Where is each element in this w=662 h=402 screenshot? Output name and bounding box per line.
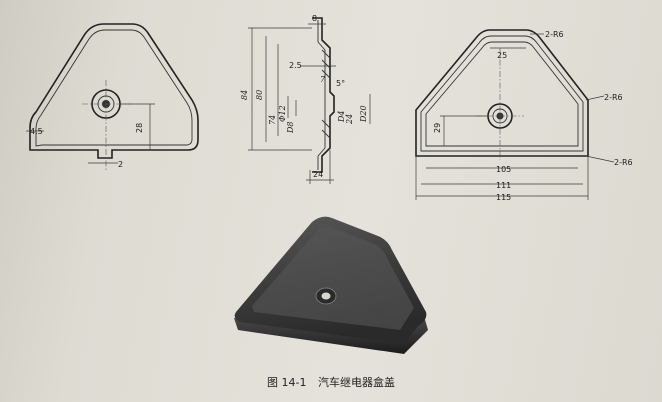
front-view-dim-2-label: 2 [118, 160, 123, 169]
front-view-dim-4-5-label: 4.5 [30, 127, 43, 136]
top-view-dim-25-label: 25 [497, 51, 507, 60]
section-view-dim-24-small-label: 24 [345, 114, 354, 125]
front-view-outer-outline [29, 23, 199, 159]
section-view-dim-5deg-label: 5° [336, 79, 345, 88]
front-view-inner-outline [35, 29, 193, 147]
lid-3d-render [234, 216, 428, 354]
top-view-dim-111-label: 111 [496, 181, 511, 190]
section-view-dim-84-label: 84 [240, 90, 249, 100]
section-view-dim-74-label: 74 [268, 115, 277, 125]
section-view-profile [312, 17, 335, 173]
section-view-dim-d8-label: D8 [286, 121, 295, 134]
section-view-dim-7-label: 7 [320, 75, 326, 84]
section-view-dim-d4-label: D4 [337, 110, 346, 123]
top-view-dim-115-label: 115 [496, 193, 511, 202]
section-view-dim-2-5-label: 2.5 [289, 61, 302, 70]
top-view-r-bottom-leader [585, 155, 615, 163]
section-view-dim-bottom-label: 24 [313, 170, 323, 179]
top-view-dim-29-label: 29 [433, 123, 442, 133]
figure-caption: 图 14-1 汽车继电器盒盖 [0, 374, 662, 390]
lid-3d-hole [321, 292, 331, 300]
top-view-inner-outline [425, 41, 579, 147]
top-view-outer-outline [415, 29, 589, 157]
section-view-dim-d20-label: D20 [359, 105, 368, 123]
top-view-r-side-leader [585, 95, 605, 101]
figure-number: 图 14-1 [267, 376, 307, 389]
section-view-inner-profile [317, 20, 326, 170]
top-view-r-bottom-label: 2-R6 [614, 158, 633, 167]
top-view-dim-105-label: 105 [496, 165, 511, 174]
section-view-dim-d12-label: Φ12 [278, 105, 287, 122]
top-view-r-top-label: 2-R6 [545, 30, 564, 39]
top-view: 25 2-R6 2-R6 2-R6 29 105 111 115 [415, 29, 633, 202]
top-view-r-side-label: 2-R6 [604, 93, 623, 102]
top-view-mid-outline [420, 35, 584, 152]
section-view: 8 84 80 74 Φ12 D8 2.5 7 5° D4 24 D20 24 [240, 14, 371, 184]
front-view: 28 4.5 2 [26, 23, 199, 170]
lid-3d-top-face [252, 226, 414, 330]
section-view-dim-8-label: 8 [312, 14, 317, 23]
front-view-dim-28-label: 28 [135, 123, 144, 133]
section-view-dim-80-label: 80 [255, 90, 264, 100]
figure-title: 汽车继电器盒盖 [317, 376, 395, 389]
section-view-hatching [321, 49, 331, 139]
